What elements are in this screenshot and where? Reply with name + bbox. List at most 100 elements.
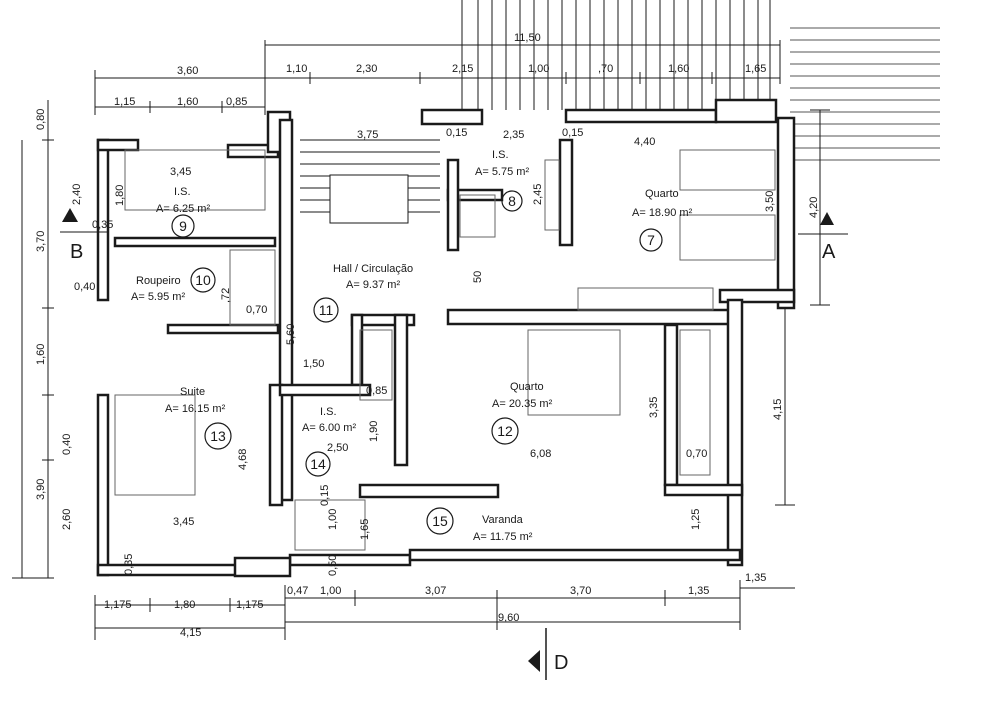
room-number: 9	[179, 218, 187, 234]
section-marker-d: D	[528, 628, 568, 680]
stair-lines	[461, 0, 771, 110]
dim-label: 0,15	[446, 127, 467, 139]
dim-label: 11,50	[514, 32, 541, 44]
dim-label: 0,15	[319, 485, 331, 506]
room-name: I.S.	[320, 406, 337, 418]
dim-label: 1,10	[286, 63, 307, 75]
room-area: A= 9.37 m²	[346, 279, 400, 291]
dim-label: 1,65	[359, 519, 371, 540]
dim-label: 0,70	[686, 448, 707, 460]
dim-label: 1,175	[236, 599, 264, 611]
dim-label: 0,47	[287, 585, 308, 597]
room-number-circle	[501, 190, 523, 212]
dim-label: 1,80	[174, 599, 195, 611]
dim-label: 1,90	[368, 421, 380, 442]
room-name: I.S.	[174, 186, 191, 198]
dim-label: 4,15	[772, 399, 784, 420]
room-area: A= 20.35 m²	[492, 398, 553, 410]
interior-dimension-labels: 3,75 0,15 2,35 0,15 4,40 2,45 3,50 3,45 …	[92, 127, 776, 576]
dim-label: 3,35	[648, 397, 660, 418]
room-name: I.S.	[492, 149, 509, 161]
dim-label: 1,60	[35, 344, 47, 365]
dim-label: 4,68	[237, 449, 249, 470]
room-number: 10	[195, 272, 211, 288]
room-number-circle	[491, 417, 519, 445]
room-name: Hall / Circulação	[333, 263, 413, 275]
dim-label: 0,15	[562, 127, 583, 139]
dim-label: 5,60	[285, 324, 297, 345]
room-number-circle	[305, 451, 331, 477]
dim-label: 3,60	[177, 65, 198, 77]
section-letter: D	[554, 652, 568, 674]
bottom-dimension-labels: 1,175 1,80 1,175 4,15 0,47 1,00 3,07 3,7…	[104, 585, 709, 639]
room-number-circle	[204, 422, 232, 450]
dim-label: 0,40	[61, 434, 73, 455]
section-letter: B	[70, 241, 83, 263]
roof-lines	[790, 27, 940, 161]
dim-label: 1,15	[114, 96, 135, 108]
room-number-circle	[639, 228, 663, 252]
room-14: I.S. A= 6.00 m² 14	[302, 406, 356, 477]
room-name: Suite	[180, 386, 205, 398]
dim-label: 2,40	[71, 184, 83, 205]
dim-label: 3,70	[35, 231, 47, 252]
room-11: Hall / Circulação A= 9.37 m² 11	[313, 263, 413, 323]
room-area: A= 18.90 m²	[632, 207, 693, 219]
dim-label: 1,35	[745, 572, 766, 584]
room-number-circle	[313, 297, 339, 323]
dim-label: 0,40	[74, 281, 95, 293]
dim-label: 6,08	[530, 448, 551, 460]
fixtures	[114, 149, 776, 551]
dim-label: 3,45	[170, 166, 191, 178]
dim-label: 3,50	[764, 191, 776, 212]
room-number: 11	[319, 302, 334, 318]
dim-label: 2,35	[503, 129, 524, 141]
room-number: 15	[432, 513, 448, 529]
dimension-lines	[12, 40, 830, 640]
room-number: 13	[210, 428, 226, 444]
dim-label: 1,00	[528, 63, 549, 75]
room-number: 8	[508, 193, 516, 209]
dim-label: 0,80	[35, 109, 47, 130]
room-number-circle	[426, 507, 454, 535]
dim-label: 1,35	[688, 585, 709, 597]
dim-label: 1,80	[114, 185, 126, 206]
dim-label: ,72	[220, 288, 232, 303]
dim-label: 1,65	[745, 63, 766, 75]
dim-label: 3,45	[173, 516, 194, 528]
room-12: Quarto A= 20.35 m² 12	[491, 381, 553, 445]
dim-label: 4,15	[180, 627, 201, 639]
room-area: A= 11.75 m²	[473, 531, 533, 543]
room-name: Roupeiro	[136, 275, 181, 287]
dim-label: 2,45	[532, 184, 544, 205]
section-arrow-icon	[62, 208, 78, 222]
dim-label: 2,30	[356, 63, 377, 75]
dim-label: 1,175	[104, 599, 132, 611]
dim-label: 2,50	[327, 442, 348, 454]
section-arrow-icon	[820, 212, 834, 225]
section-arrow-icon	[528, 650, 540, 672]
room-name: Quarto	[510, 381, 544, 393]
dim-label: 1,25	[690, 509, 702, 530]
room-15: 15 Varanda A= 11.75 m²	[426, 507, 533, 543]
dim-label: 1,60	[177, 96, 198, 108]
dim-label: 4,20	[808, 197, 820, 218]
room-number-circle	[190, 267, 216, 293]
dim-label: 9,60	[498, 612, 519, 624]
dim-label: 3,75	[357, 129, 378, 141]
room-9: I.S. A= 6.25 m² 9	[156, 186, 210, 238]
room-8: I.S. A= 5.75 m² 8	[475, 149, 529, 212]
room-13: Suite A= 16.15 m² 13	[165, 386, 232, 450]
dim-label: 3,07	[425, 585, 446, 597]
section-marker-b: B	[60, 208, 108, 263]
section-marker-a: A	[798, 212, 848, 263]
room-number: 14	[310, 456, 326, 472]
room-number: 12	[497, 423, 513, 439]
walls	[96, 98, 796, 578]
dim-label: 0,35	[123, 554, 135, 575]
dim-label: 3,70	[570, 585, 591, 597]
room-area: A= 5.75 m²	[475, 166, 529, 178]
dim-label: 0,85	[366, 385, 387, 397]
dim-label: 0,35	[92, 219, 113, 231]
